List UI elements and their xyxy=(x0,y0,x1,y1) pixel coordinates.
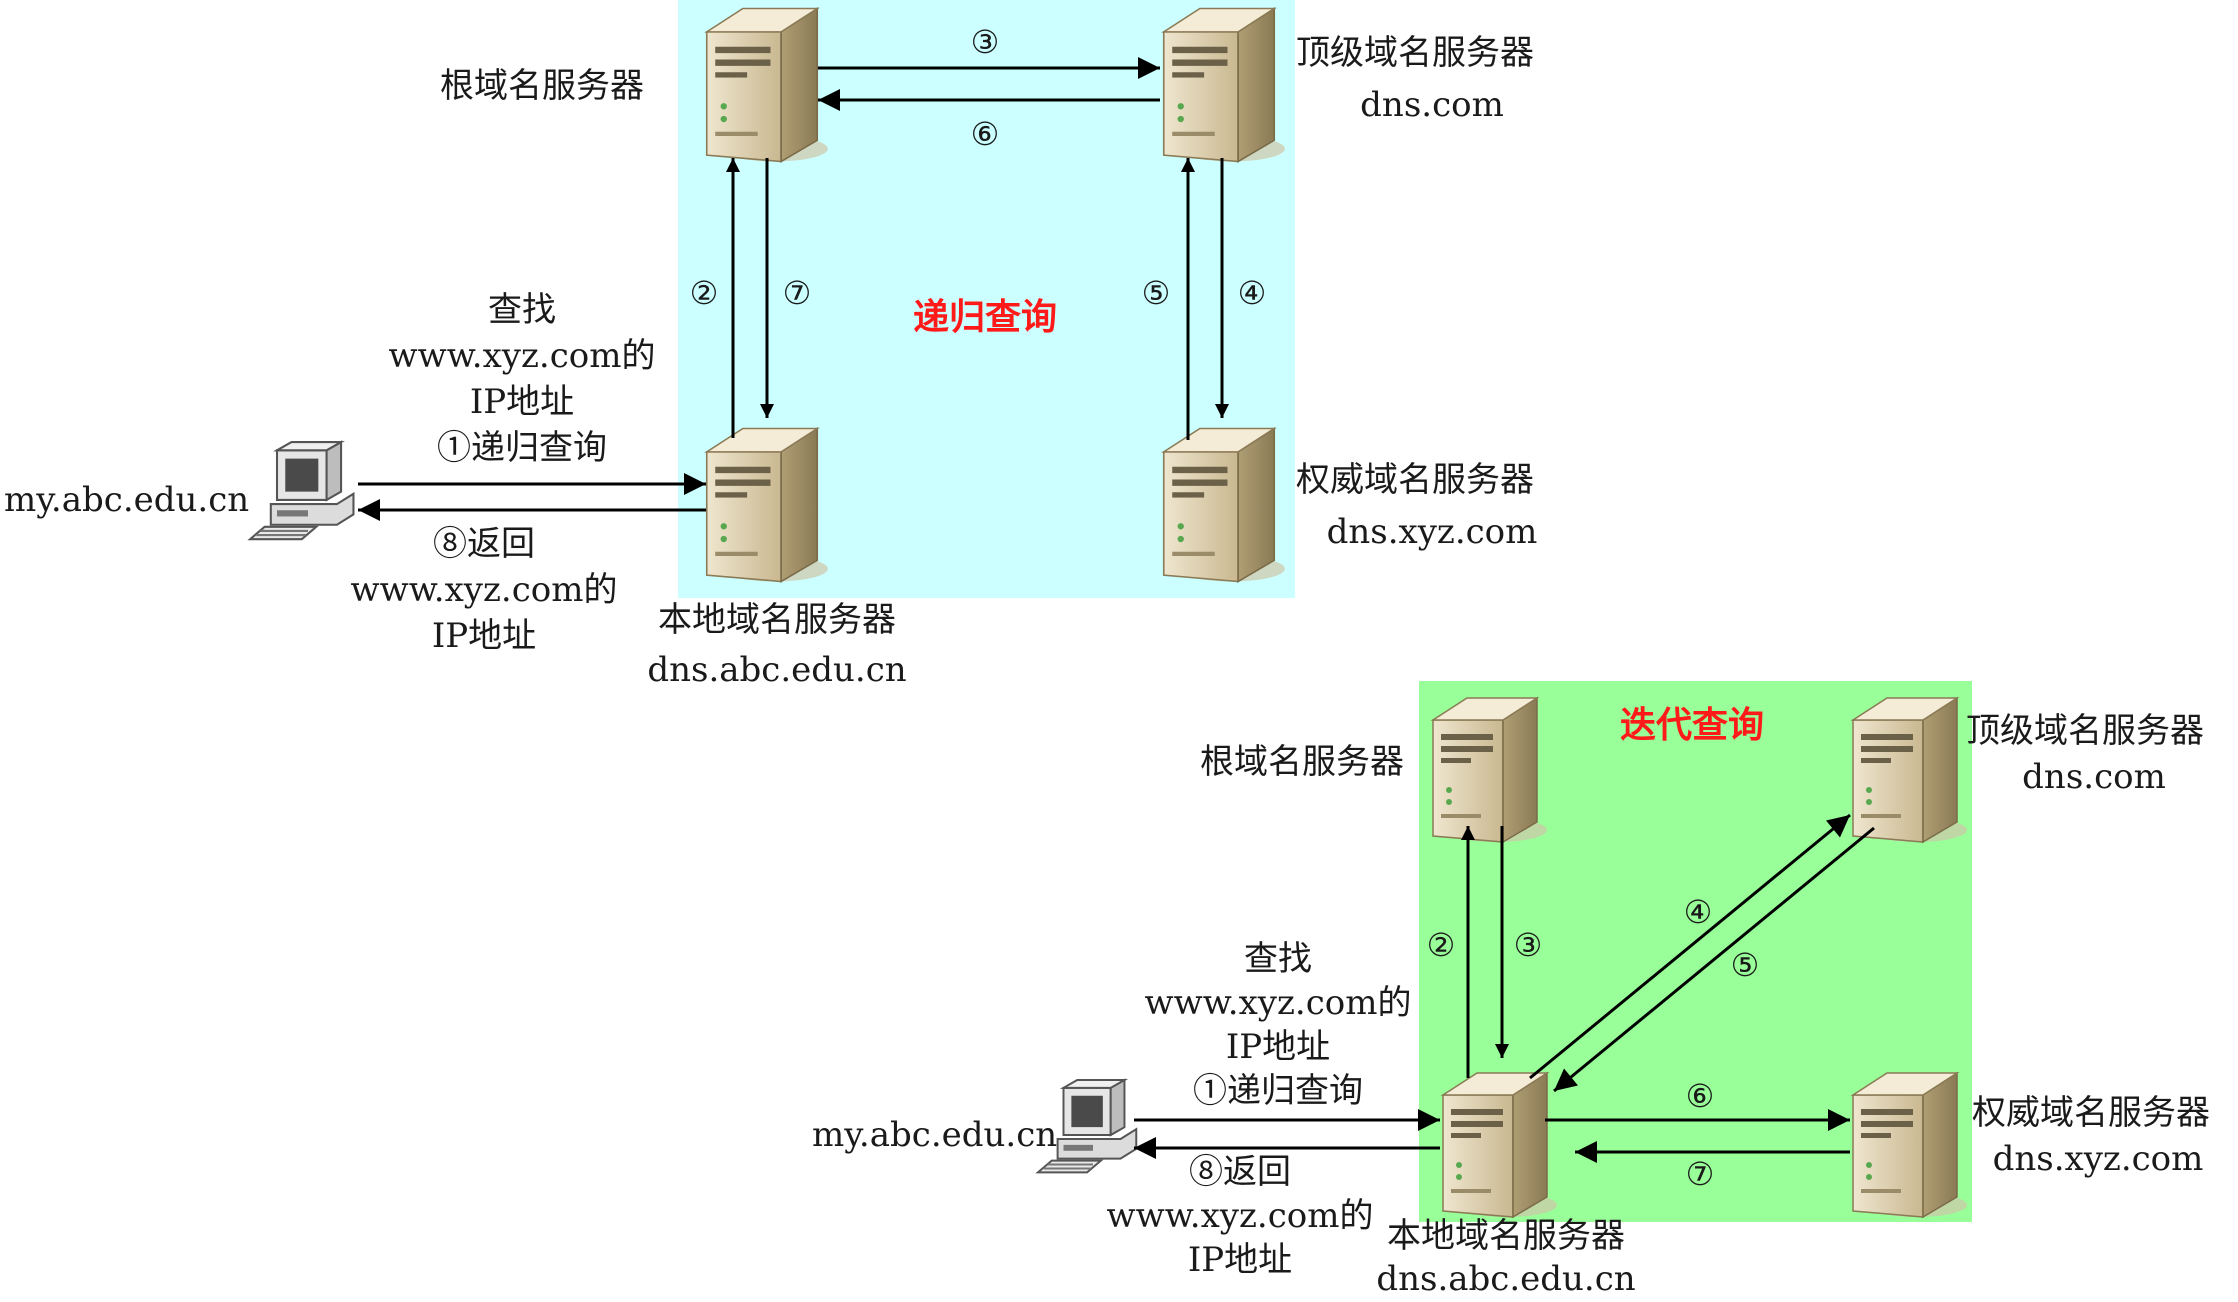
iter-tld-label: 顶级域名服务器 xyxy=(1966,711,2204,751)
step-4-label: ④ xyxy=(1237,274,1267,312)
tld-host: dns.com xyxy=(1360,85,1504,125)
root-server-icon xyxy=(705,7,829,163)
tld-label: 顶级域名服务器 xyxy=(1296,33,1534,73)
tld-server-icon xyxy=(1162,7,1286,163)
iter-root-server-icon xyxy=(1432,697,1548,843)
iterative-title: 迭代查询 xyxy=(1619,705,1765,746)
query-text: 查找 www.xyz.com的 IP地址 ①递归查询 xyxy=(388,290,656,468)
iter-auth-server-icon xyxy=(1852,1072,1968,1218)
auth-host: dns.xyz.com xyxy=(1326,512,1538,552)
iter-local-host: dns.abc.edu.cn xyxy=(1376,1259,1636,1299)
iter-step-3-label: ③ xyxy=(1513,926,1543,964)
client-computer-icon xyxy=(249,441,355,541)
iter-arrow-4 xyxy=(1529,813,1851,1080)
local-server-icon xyxy=(705,427,829,583)
auth-label: 权威域名服务器 xyxy=(1296,460,1534,500)
iter-return-text: ⑧返回 www.xyz.com的 IP地址 xyxy=(1106,1152,1374,1280)
iter-root-label: 根域名服务器 xyxy=(1200,742,1404,782)
step-6-label: ⑥ xyxy=(970,115,1000,153)
root-label: 根域名服务器 xyxy=(440,66,644,106)
iter-step-7-label: ⑦ xyxy=(1685,1155,1715,1193)
iter-query-text: 查找 www.xyz.com的 IP地址 ①递归查询 xyxy=(1144,939,1412,1111)
iter-step-5-label: ⑤ xyxy=(1730,946,1760,984)
local-label: 本地域名服务器 xyxy=(658,600,896,640)
iter-local-label: 本地域名服务器 xyxy=(1387,1216,1625,1256)
local-host: dns.abc.edu.cn xyxy=(647,650,907,690)
iter-tld-host: dns.com xyxy=(2022,757,2166,797)
iter-arrow-5 xyxy=(1553,826,1875,1093)
recursive-title: 递归查询 xyxy=(912,297,1058,338)
iter-tld-server-icon xyxy=(1852,697,1968,843)
iter-client-host: my.abc.edu.cn xyxy=(812,1115,1058,1155)
client-host: my.abc.edu.cn xyxy=(4,480,250,520)
step-2-label: ② xyxy=(689,274,719,312)
return-text: ⑧返回 www.xyz.com的 IP地址 xyxy=(350,524,618,656)
iter-auth-host: dns.xyz.com xyxy=(1992,1139,2204,1179)
iter-auth-label: 权威域名服务器 xyxy=(1972,1093,2210,1133)
step-5-label: ⑤ xyxy=(1141,274,1171,312)
iter-step-2-label: ② xyxy=(1426,926,1456,964)
iter-local-server-icon xyxy=(1442,1072,1558,1218)
iter-step-6-label: ⑥ xyxy=(1685,1077,1715,1115)
iter-step-4-label: ④ xyxy=(1683,893,1713,931)
step-7-label: ⑦ xyxy=(782,274,812,312)
auth-server-icon xyxy=(1162,427,1286,583)
step-3-label: ③ xyxy=(970,23,1000,61)
